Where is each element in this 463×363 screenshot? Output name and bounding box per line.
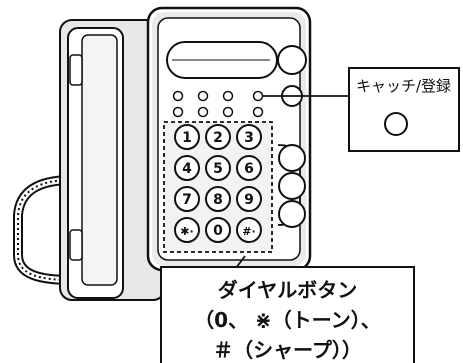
keypad-key-label: ✱· xyxy=(180,225,193,238)
dial-buttons-label-line3: ＃（シャープ）） xyxy=(213,338,362,362)
keypad-key-label: 9 xyxy=(244,192,254,208)
dial-buttons-label-line1: ダイヤルボタン xyxy=(217,278,358,302)
keypad-key-circle xyxy=(174,124,200,150)
keypad-key-9[interactable]: 9 xyxy=(236,186,262,212)
keypad-key-circle xyxy=(236,155,262,181)
keypad-key-circle xyxy=(205,186,231,212)
coiled-cord xyxy=(13,175,73,285)
keypad-key-12[interactable]: #· xyxy=(236,217,262,243)
dial-buttons-callout: ダイヤルボタン （0、 ⋇（トーン）、 ＃（シャープ）） xyxy=(160,266,415,363)
keypad-key-7[interactable]: 7 xyxy=(174,186,200,212)
keypad-key-label: #· xyxy=(242,225,255,238)
keypad-key-4[interactable]: 4 xyxy=(174,155,200,181)
keypad-key-circle xyxy=(205,155,231,181)
keypad-key-circle xyxy=(205,124,231,150)
keypad-key-11[interactable]: 0 xyxy=(205,217,231,243)
catch-register-callout: キャッチ/登録 xyxy=(348,67,460,152)
keypad-key-10[interactable]: ✱· xyxy=(174,217,200,243)
catch-register-label: キャッチ/登録 xyxy=(356,77,452,95)
keypad-key-label: 0 xyxy=(213,223,223,239)
display-side-button[interactable] xyxy=(277,45,307,75)
catch-register-button-icon xyxy=(384,112,408,136)
side-button-2[interactable] xyxy=(278,172,306,200)
keypad-key-circle xyxy=(174,186,200,212)
keypad-key-2[interactable]: 2 xyxy=(205,124,231,150)
keypad-key-circle xyxy=(236,186,262,212)
keypad-key-label: 3 xyxy=(244,130,254,146)
keypad-key-6[interactable]: 6 xyxy=(236,155,262,181)
keypad-key-circle xyxy=(205,217,231,243)
keypad-key-circle xyxy=(174,217,200,243)
keypad-key-label: 5 xyxy=(213,161,223,177)
keypad-key-label: 8 xyxy=(213,192,223,208)
keypad-key-label: 6 xyxy=(244,161,254,177)
keypad-key-5[interactable]: 5 xyxy=(205,155,231,181)
keypad-key-label: 2 xyxy=(213,130,223,146)
handset xyxy=(67,27,124,299)
keypad-key-label: 4 xyxy=(182,161,192,177)
keypad-key-circle xyxy=(236,124,262,150)
side-button-3[interactable] xyxy=(278,200,306,228)
keypad-key-3[interactable]: 3 xyxy=(236,124,262,150)
keypad-key-label: 1 xyxy=(182,130,192,146)
side-button-1[interactable] xyxy=(278,144,306,172)
keypad-key-circle xyxy=(174,155,200,181)
keypad-key-8[interactable]: 8 xyxy=(205,186,231,212)
keypad: 1 2 3 4 5 6 7 8 9 ✱· 0 #· xyxy=(174,124,262,243)
dial-buttons-label-line2: （0、 ⋇（トーン）、 xyxy=(194,308,381,332)
keypad-key-1[interactable]: 1 xyxy=(174,124,200,150)
function-key-row-1 xyxy=(172,90,264,102)
side-buttons xyxy=(277,144,306,228)
keypad-key-label: 7 xyxy=(182,192,192,208)
function-key-row-2 xyxy=(172,106,264,118)
keypad-key-circle xyxy=(236,217,262,243)
